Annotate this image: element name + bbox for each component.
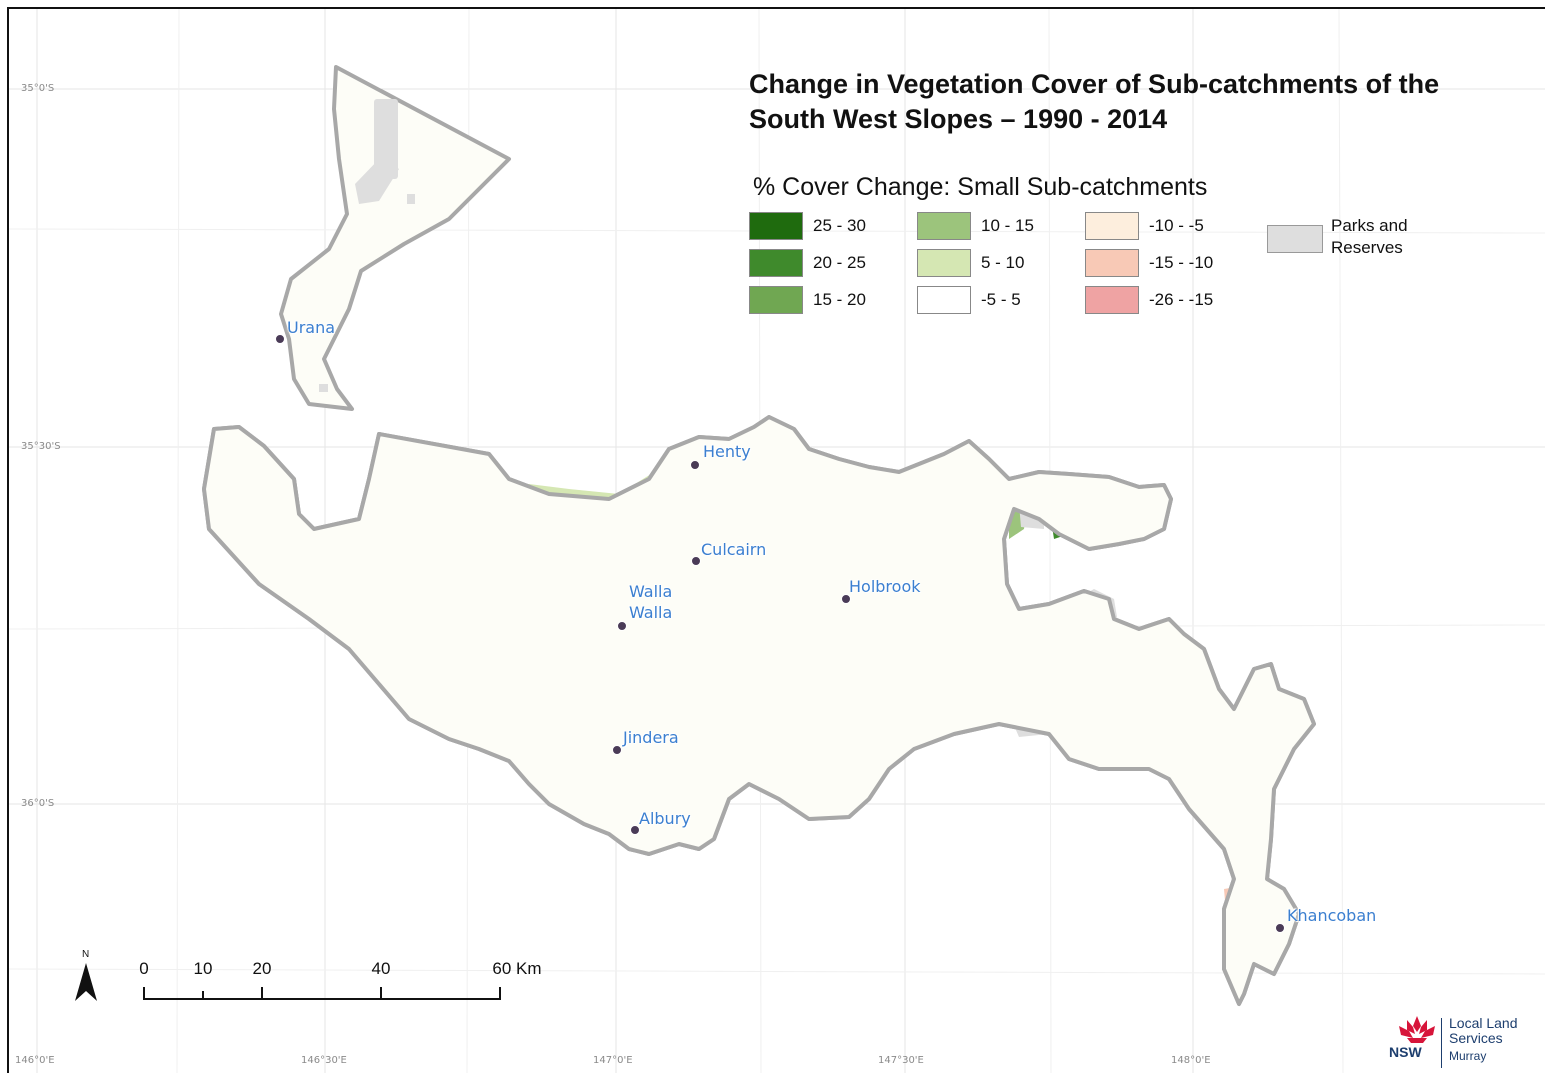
town-marker-walla-walla[interactable] [617,621,627,631]
waratah-icon [1399,1016,1435,1043]
logo-divider [1441,1018,1442,1068]
legend-label: 5 - 10 [981,253,1025,272]
lon-label-146-30: 146°30'E [301,1055,347,1066]
logo-org-name: Local Land Services [1449,1015,1518,1046]
north-arrow-icon [75,963,97,1001]
scale-tick-60: 60 Km [492,959,542,978]
town-marker-holbrook[interactable] [841,594,851,604]
town-label-holbrook[interactable]: Holbrook [849,577,921,596]
legend-swatch [749,212,803,240]
legend-label: 20 - 25 [813,253,866,272]
nsw-wordmark: NSW [1389,1044,1422,1060]
legend-label: -15 - -10 [1149,253,1214,272]
legend-swatch [917,286,971,314]
legend-swatch [1085,286,1139,314]
map-title: Change in Vegetation Cover of Sub-catchm… [749,69,1440,134]
town-label-khancoban[interactable]: Khancoban [1287,906,1377,925]
scale-tick-0: 0 [139,959,149,978]
lon-label-148-0: 148°0'E [1171,1055,1211,1066]
town-marker-culcairn[interactable] [691,556,701,566]
town-marker-jindera[interactable] [612,745,622,755]
town-marker-khancoban[interactable] [1275,923,1285,933]
legend-label: 25 - 30 [813,216,866,235]
legend-title: % Cover Change: Small Sub-catchments [753,173,1208,201]
town-label-jindera[interactable]: Jindera [623,728,679,747]
legend-swatch-parks [1267,225,1323,253]
town-label-henty[interactable]: Henty [703,442,751,461]
legend-label: 15 - 20 [813,290,866,309]
legend-swatch [1085,212,1139,240]
town-marker-urana[interactable] [275,334,285,344]
parks-north [319,99,415,392]
town-label-albury[interactable]: Albury [639,809,691,828]
lat-label-36-0: 36°0'S [21,798,55,809]
town-marker-henty[interactable] [690,460,700,470]
map-canvas[interactable] [9,9,1545,1073]
lls-logo: NSW Local Land Services Murray [1389,1014,1539,1070]
town-label-walla-walla[interactable]: Walla Walla [629,582,673,622]
scale-tick-10: 10 [193,959,213,978]
legend-swatch [749,286,803,314]
legend-label: -10 - -5 [1149,216,1204,235]
scale-tick-40: 40 [371,959,391,978]
legend-label-parks: Parks and Reserves [1331,216,1408,257]
town-label-culcairn[interactable]: Culcairn [701,540,767,559]
lon-label-147-30: 147°30'E [878,1055,924,1066]
town-label-urana[interactable]: Urana [287,318,336,337]
legend-swatch [917,212,971,240]
region-north[interactable] [279,65,511,411]
legend-swatch [749,249,803,277]
legend-swatch [917,249,971,277]
lat-label-35-30: 35°30'S [21,441,61,452]
lon-label-147-0: 147°0'E [593,1055,633,1066]
legend-label: -5 - 5 [981,290,1021,309]
legend-label: -26 - -15 [1149,290,1214,309]
lon-label-146-0: 146°0'E [15,1055,55,1066]
logo-region: Murray [1449,1049,1487,1063]
scale-tick-20: 20 [252,959,272,978]
map-frame: 35°0'S 35°30'S 36°0'S 146°0'E 146°30'E 1… [7,7,1545,1073]
town-marker-albury[interactable] [630,825,640,835]
lat-label-35-0: 35°0'S [21,83,55,94]
scale-bar [143,987,501,1000]
legend-label: 10 - 15 [981,216,1034,235]
north-letter: N [82,949,90,960]
legend-swatch [1085,249,1139,277]
